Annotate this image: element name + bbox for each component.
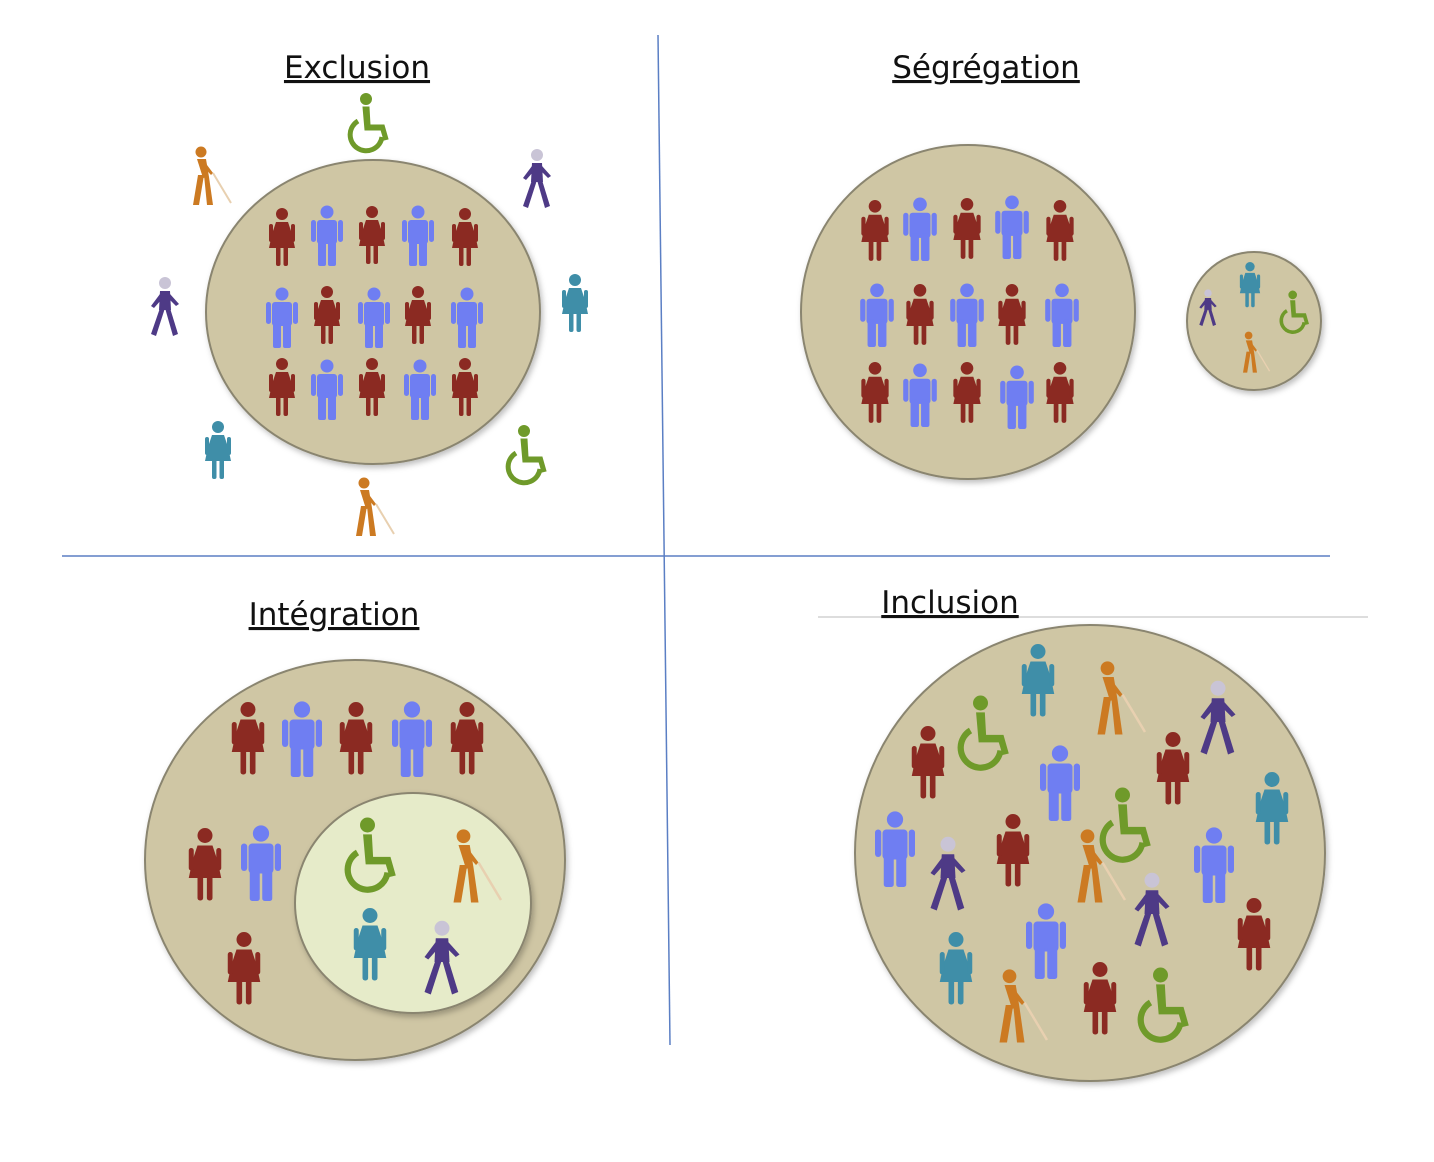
man-icon	[392, 701, 432, 777]
blind-person-icon	[356, 477, 395, 536]
woman-icon	[405, 286, 431, 344]
title-integration: Intégration	[249, 597, 420, 633]
woman-icon	[269, 358, 295, 416]
man-icon	[1026, 903, 1066, 979]
man-icon	[903, 197, 937, 261]
woman-icon	[339, 702, 373, 775]
elderly-person-icon	[151, 277, 179, 336]
man-icon	[266, 287, 298, 348]
people-figures	[151, 93, 1309, 1043]
wheelchair-icon	[957, 695, 1009, 771]
woman-icon	[996, 814, 1030, 887]
integration-inner-circle	[294, 792, 532, 1014]
woman-icon	[450, 702, 484, 775]
blind-person-icon	[193, 146, 232, 205]
man-icon	[451, 287, 483, 348]
woman-icon	[1083, 962, 1117, 1035]
woman-icon	[231, 702, 265, 775]
vertical-divider	[657, 34, 671, 1046]
woman-icon	[1046, 362, 1074, 423]
man-icon	[311, 205, 343, 266]
elderly-person-icon	[930, 836, 966, 911]
man-icon	[1000, 365, 1034, 429]
woman-icon	[1046, 200, 1074, 261]
woman-icon	[953, 362, 981, 423]
blind-person-icon	[999, 969, 1049, 1043]
segregation-small-circle	[1186, 251, 1322, 391]
elderly-person-icon	[424, 920, 460, 995]
wheelchair-icon	[344, 817, 396, 893]
teal-woman-icon	[1255, 772, 1289, 845]
man-icon	[1040, 745, 1080, 821]
teal-woman-icon	[1239, 262, 1261, 308]
elderly-person-icon	[523, 149, 551, 208]
wheelchair-icon	[1137, 967, 1189, 1043]
man-icon	[950, 283, 984, 347]
teal-woman-icon	[1021, 644, 1055, 717]
blind-person-icon	[453, 829, 503, 903]
wheelchair-icon	[347, 93, 389, 154]
woman-icon	[911, 726, 945, 799]
woman-icon	[452, 358, 478, 416]
woman-icon	[861, 200, 889, 261]
woman-icon	[953, 198, 981, 259]
blind-person-icon	[1077, 829, 1127, 903]
woman-icon	[998, 284, 1026, 345]
teal-woman-icon	[205, 421, 231, 479]
woman-icon	[227, 932, 261, 1005]
elderly-person-icon	[1199, 289, 1217, 326]
woman-icon	[188, 828, 222, 901]
wheelchair-icon	[1279, 290, 1309, 334]
man-icon	[995, 195, 1029, 259]
woman-icon	[359, 358, 385, 416]
blind-person-icon	[1243, 331, 1271, 373]
title-segregation: Ségrégation	[892, 50, 1080, 86]
man-icon	[311, 359, 343, 420]
man-icon	[903, 363, 937, 427]
woman-icon	[1237, 898, 1271, 971]
man-icon	[241, 825, 281, 901]
wheelchair-icon	[505, 425, 547, 486]
woman-icon	[452, 208, 478, 266]
blind-person-icon	[1097, 661, 1147, 735]
elderly-person-icon	[1200, 680, 1236, 755]
teal-woman-icon	[939, 932, 973, 1005]
elderly-person-icon	[1134, 872, 1170, 947]
title-exclusion: Exclusion	[284, 50, 430, 86]
woman-icon	[861, 362, 889, 423]
teal-woman-icon	[562, 274, 588, 332]
man-icon	[282, 701, 322, 777]
teal-woman-icon	[353, 908, 387, 981]
man-icon	[875, 811, 915, 887]
woman-icon	[314, 286, 340, 344]
man-icon	[404, 359, 436, 420]
woman-icon	[906, 284, 934, 345]
wheelchair-icon	[1099, 787, 1151, 863]
woman-icon	[1156, 732, 1190, 805]
woman-icon	[269, 208, 295, 266]
man-icon	[1045, 283, 1079, 347]
man-icon	[1194, 827, 1234, 903]
woman-icon	[359, 206, 385, 264]
title-inclusion: Inclusion	[881, 585, 1018, 621]
man-icon	[358, 287, 390, 348]
man-icon	[402, 205, 434, 266]
man-icon	[860, 283, 894, 347]
